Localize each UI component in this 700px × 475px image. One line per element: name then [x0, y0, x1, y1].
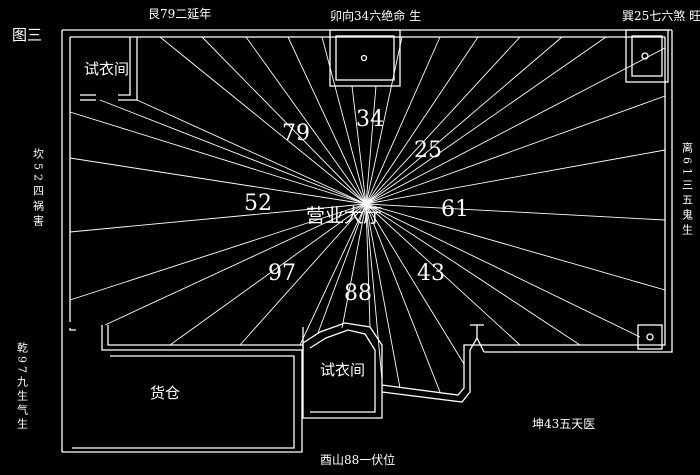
warehouse-wall-inner: [72, 355, 295, 449]
warehouse-label: 货仓: [150, 384, 180, 402]
direction-bottom-center: 酉山88一伏位: [320, 452, 395, 467]
ray-17: [365, 203, 666, 221]
direction-left: 坎52四祸害: [32, 148, 45, 230]
ray-5: [321, 36, 367, 205]
ray-18: [365, 203, 666, 291]
ray-4: [287, 36, 367, 205]
ray-1: [159, 36, 367, 205]
direction-top-left: 艮79二延年: [148, 7, 211, 21]
sector-number-43: 43: [417, 261, 445, 286]
ray-9: [365, 36, 441, 205]
direction-right: 离61三五鬼生: [681, 141, 694, 239]
ray-14: [365, 47, 666, 205]
ray-24: [365, 203, 401, 389]
ray-2: [201, 36, 367, 205]
fitting-room-top-wall-inner: [118, 37, 131, 96]
ray-11: [365, 36, 521, 205]
top-center-box-dot: [360, 54, 368, 62]
front-wall-left-inner: [107, 325, 303, 346]
figure-label: 图三: [12, 26, 42, 44]
top-right-box-inner: [631, 35, 663, 77]
ray-25: [365, 203, 383, 381]
walls: [61, 29, 673, 453]
ray-15: [365, 95, 666, 205]
ray-27: [341, 203, 367, 329]
ray-22: [365, 203, 465, 365]
ray-21: [365, 203, 521, 346]
ray-34: [69, 203, 367, 233]
ray-31: [169, 203, 367, 346]
outer-wall-right: [484, 30, 673, 353]
ray-6: [351, 85, 367, 205]
ray-32: [104, 203, 367, 326]
ray-8: [365, 36, 403, 205]
ray-13: [365, 36, 607, 205]
sector-number-79: 79: [282, 121, 310, 146]
ray-3: [245, 36, 367, 205]
warehouse-wall: [62, 350, 303, 453]
direction-bottom-left: 乾97九生气生: [16, 342, 29, 432]
fitting-room-top-wall: [118, 37, 138, 101]
fitting-room-top-label: 试衣间: [84, 60, 129, 78]
top-center-box: [329, 29, 401, 87]
direction-top-center: 卯向34六绝命 生: [330, 8, 421, 23]
fitting-room-bottom-label: 试衣间: [320, 361, 365, 379]
ray-29: [299, 203, 367, 346]
ray-7: [365, 85, 377, 205]
ray-0: [136, 99, 367, 205]
fitting-room-bottom-wall-inner: [309, 329, 376, 413]
ray-23: [365, 203, 441, 393]
sector-number-97: 97: [268, 261, 296, 286]
bottom-right-box-dot: [646, 333, 654, 341]
sector-number-88: 88: [344, 281, 372, 306]
ray-33: [69, 203, 367, 301]
ray-37: [99, 99, 367, 205]
ray-16: [365, 149, 666, 205]
entrance-wall: [381, 336, 485, 403]
sector-number-61: 61: [441, 197, 469, 222]
ray-19: [365, 203, 641, 338]
ray-28: [317, 203, 367, 334]
ray-30: [239, 203, 367, 346]
entrance-wall-inner: [381, 344, 484, 396]
center-label: 营业大厅: [306, 205, 382, 227]
fitting-room-bottom-wall: [302, 322, 383, 419]
inner-wall-right: [484, 37, 666, 346]
front-wall-left: [101, 325, 304, 351]
sector-number-25: 25: [414, 138, 442, 163]
bagua-rays: [69, 36, 666, 393]
ray-36: [69, 111, 367, 205]
ray-12: [365, 36, 563, 205]
top-right-box: [625, 29, 669, 83]
ray-35: [69, 157, 367, 205]
direction-top-right: 巽25七六煞 旺: [622, 9, 700, 23]
ray-26: [365, 203, 371, 328]
top-right-box-dot: [641, 52, 649, 60]
ray-20: [365, 203, 581, 346]
ray-10: [365, 36, 479, 205]
sector-number-52: 52: [244, 191, 272, 216]
top-center-box-inner: [335, 35, 395, 81]
sector-number-34: 34: [356, 107, 384, 132]
inner-wall-left-lower: [69, 328, 76, 331]
direction-bottom-right: 坤43五天医: [532, 416, 595, 431]
bottom-right-box: [637, 324, 663, 350]
